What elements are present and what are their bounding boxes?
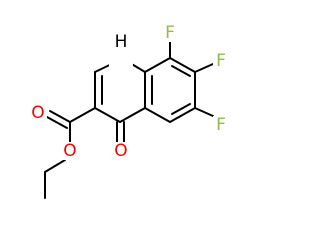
bond-lines	[44, 39, 214, 199]
bond-oether-ch2	[44, 159, 66, 173]
bond-c3-ccarb	[69, 107, 96, 123]
oether-label-bg	[61, 142, 79, 160]
bond-c8-c7-double	[171, 65, 191, 77]
bond-c6-c5	[169, 107, 196, 123]
oxygen-label-ketone: O	[114, 141, 127, 161]
ocarb-label-bg	[29, 104, 47, 122]
bond-ccarb-ocarb-double	[46, 116, 68, 129]
molecule-canvas: H F F F O O O	[29, 23, 229, 199]
bond-c3-c4	[94, 107, 121, 123]
bond-c6-f6	[194, 107, 214, 117]
nh-label-bg	[109, 33, 133, 67]
fluorine-label-6: F	[216, 115, 226, 135]
fluorine-label-7: F	[216, 51, 226, 71]
molecule-structure: H F F F O O O	[29, 23, 229, 199]
oketone-label-bg	[112, 142, 130, 160]
f6-label-bg	[213, 116, 229, 134]
f8-label-bg	[162, 24, 178, 42]
bond-c5-c4a	[144, 107, 171, 123]
bond-c8a-c8	[144, 57, 171, 73]
bond-c6-c5-double	[171, 103, 191, 115]
bond-c7-f7	[194, 63, 214, 73]
fluorine-label-8: F	[165, 23, 175, 43]
atom-labels: H F F F O O O	[29, 23, 229, 161]
hydrogen-label: H	[115, 32, 128, 52]
oxygen-label-ester-carbonyl: O	[31, 103, 44, 123]
bond-c4-c4a	[119, 107, 146, 123]
bond-ccarb-ocarb	[49, 110, 71, 123]
bond-c8-c7	[169, 57, 196, 73]
f7-label-bg	[213, 52, 229, 70]
oxygen-label-ether: O	[63, 141, 76, 161]
